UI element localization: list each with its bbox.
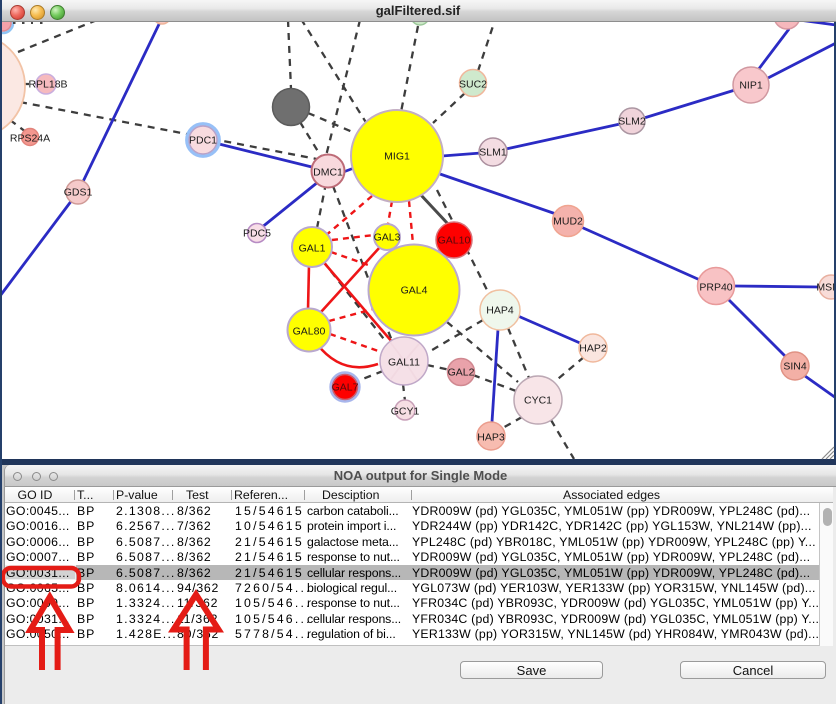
svg-text:GAL2: GAL2: [448, 366, 475, 378]
svg-text:SLM2: SLM2: [618, 115, 646, 127]
svg-text:SIN4: SIN4: [783, 360, 807, 372]
svg-text:SUC2: SUC2: [459, 78, 487, 90]
svg-text:GAL4: GAL4: [401, 284, 428, 296]
svg-text:HAP3: HAP3: [477, 431, 505, 443]
svg-text:GAL7: GAL7: [332, 381, 359, 393]
svg-text:RPS24A: RPS24A: [10, 132, 50, 144]
svg-text:GAL3: GAL3: [374, 231, 401, 243]
svg-text:CYC1: CYC1: [524, 394, 552, 406]
svg-text:SLM1: SLM1: [479, 146, 507, 158]
svg-text:DMC1: DMC1: [313, 166, 343, 178]
svg-text:GCY1: GCY1: [391, 405, 420, 417]
svg-text:PDC5: PDC5: [243, 227, 271, 239]
svg-text:GAL11: GAL11: [388, 356, 420, 368]
svg-text:GAL1: GAL1: [299, 242, 326, 254]
svg-text:GAL80: GAL80: [293, 325, 326, 337]
svg-text:HAP2: HAP2: [579, 342, 607, 354]
svg-text:PDC1: PDC1: [189, 134, 217, 146]
svg-text:HAP4: HAP4: [486, 304, 514, 316]
svg-text:MSN5: MSN5: [816, 281, 836, 293]
svg-text:MUD2: MUD2: [553, 215, 583, 227]
svg-text:PRP40: PRP40: [699, 281, 732, 293]
svg-text:GDS1: GDS1: [64, 186, 93, 198]
svg-text:NIP1: NIP1: [739, 79, 763, 91]
svg-text:MIG1: MIG1: [384, 150, 410, 162]
svg-text:RPL18B: RPL18B: [28, 78, 67, 90]
svg-text:GAL10: GAL10: [438, 234, 471, 246]
